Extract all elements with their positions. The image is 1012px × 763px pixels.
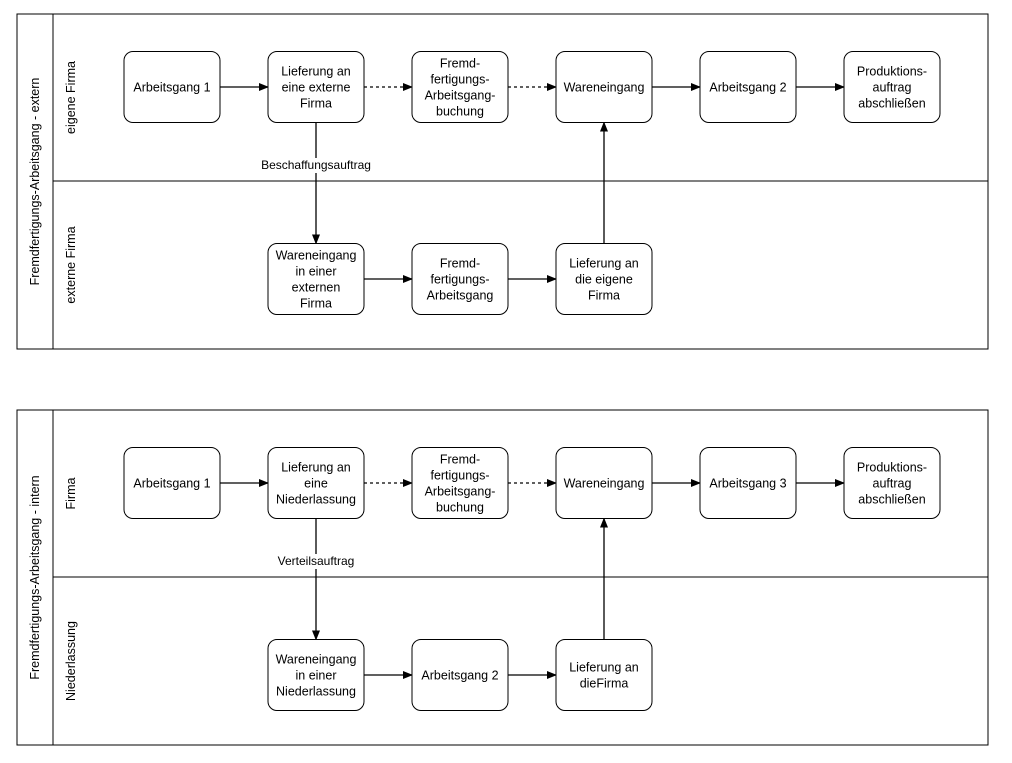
process-step-label: Niederlassung bbox=[276, 685, 356, 699]
process-step-label: in einer bbox=[296, 669, 337, 683]
process-step-label: Lieferung an bbox=[569, 257, 639, 271]
process-step-box bbox=[843, 51, 941, 123]
process-step-a1: Arbeitsgang 1 bbox=[123, 447, 221, 519]
process-step-a1: Arbeitsgang 1 bbox=[123, 51, 221, 123]
process-step-a4: Wareneingang bbox=[555, 447, 653, 519]
process-step-label: Fremd- bbox=[440, 57, 480, 71]
process-step-label: Firma bbox=[588, 289, 620, 303]
process-step-label: Fremd- bbox=[440, 453, 480, 467]
process-step-a6: Produktions-auftrag abschließen bbox=[843, 51, 941, 123]
process-step-label: fertigungs- bbox=[430, 469, 489, 483]
process-step-box bbox=[699, 51, 797, 123]
lane-title: Firma bbox=[64, 477, 78, 509]
process-step-box bbox=[267, 51, 365, 123]
process-step-label: Niederlassung bbox=[276, 493, 356, 507]
process-step-box bbox=[843, 447, 941, 519]
process-step-box bbox=[555, 51, 653, 123]
lane-title: Niederlassung bbox=[64, 621, 78, 701]
process-step-label: fertigungs- bbox=[430, 73, 489, 87]
process-step-label: eine externe bbox=[282, 81, 351, 95]
process-step-label: Wareneingang bbox=[276, 653, 357, 667]
pool-title: Fremdfertigungs-Arbeitsgang - extern bbox=[28, 78, 42, 286]
process-step-box bbox=[411, 243, 509, 315]
process-step-b3: Lieferung an dieFirma bbox=[555, 639, 653, 711]
edge-label: Verteilsauftrag bbox=[278, 554, 355, 568]
process-step-box bbox=[267, 447, 365, 519]
lane-title: externe Firma bbox=[64, 226, 78, 303]
process-step-a3: Fremd-fertigungs- Arbeitsgang-buchung bbox=[411, 51, 509, 123]
process-step-a3: Fremd-fertigungs- Arbeitsgang-buchung bbox=[411, 447, 509, 519]
process-step-a6: Produktions-auftrag abschließen bbox=[843, 447, 941, 519]
process-step-a5: Arbeitsgang 3 bbox=[699, 447, 797, 519]
lane-title: eigene Firma bbox=[64, 61, 78, 134]
process-step-label: Lieferung an bbox=[281, 461, 351, 475]
process-step-label: Wareneingang bbox=[564, 81, 645, 95]
process-step-box bbox=[267, 243, 365, 315]
process-step-label: die eigene bbox=[575, 273, 633, 287]
process-step-box bbox=[123, 447, 221, 519]
process-step-box bbox=[699, 447, 797, 519]
process-step-label: abschließen bbox=[858, 97, 925, 111]
process-step-b2: Arbeitsgang 2 bbox=[411, 639, 509, 711]
process-step-label: Produktions- bbox=[857, 65, 927, 79]
process-step-box bbox=[555, 447, 653, 519]
process-step-label: Arbeitsgang bbox=[427, 289, 494, 303]
process-step-box bbox=[411, 51, 509, 123]
process-step-label: auftrag bbox=[873, 477, 912, 491]
process-step-label: Arbeitsgang- bbox=[425, 485, 496, 499]
edge-label-bg bbox=[251, 158, 381, 173]
edge-label-bg bbox=[264, 554, 368, 569]
process-step-label: fertigungs- bbox=[430, 273, 489, 287]
process-step-label: buchung bbox=[436, 105, 484, 119]
process-step-label: Arbeitsgang 1 bbox=[133, 81, 210, 95]
process-step-box bbox=[267, 639, 365, 711]
process-step-a4: Wareneingang bbox=[555, 51, 653, 123]
pool-title: Fremdfertigungs-Arbeitsgang - intern bbox=[28, 475, 42, 679]
process-step-label: buchung bbox=[436, 501, 484, 515]
edge-label: Beschaffungsauftrag bbox=[261, 158, 371, 172]
process-step-label: Produktions- bbox=[857, 461, 927, 475]
process-step-b2: Fremd-fertigungs- Arbeitsgang bbox=[411, 243, 509, 315]
pool-intern: Fremdfertigungs-Arbeitsgang - intern Firm… bbox=[16, 409, 989, 746]
process-step-label: dieFirma bbox=[580, 677, 629, 691]
process-step-label: auftrag bbox=[873, 81, 912, 95]
process-step-label: Arbeitsgang- bbox=[425, 89, 496, 103]
process-step-label: Wareneingang bbox=[564, 477, 645, 491]
process-step-box bbox=[411, 639, 509, 711]
process-step-label: Lieferung an bbox=[569, 661, 639, 675]
process-step-label: in einer bbox=[296, 265, 337, 279]
process-step-label: Arbeitsgang 3 bbox=[709, 477, 786, 491]
pool-extern: Fremdfertigungs-Arbeitsgang - extern eige… bbox=[16, 13, 989, 350]
process-step-label: Lieferung an bbox=[281, 65, 351, 79]
process-step-label: Wareneingang bbox=[276, 249, 357, 263]
process-step-box bbox=[555, 639, 653, 711]
process-step-a5: Arbeitsgang 2 bbox=[699, 51, 797, 123]
process-step-label: Fremd- bbox=[440, 257, 480, 271]
process-step-box bbox=[123, 51, 221, 123]
process-step-label: abschließen bbox=[858, 493, 925, 507]
process-step-label: externen bbox=[292, 281, 341, 295]
process-step-label: eine bbox=[304, 477, 328, 491]
process-step-label: Arbeitsgang 2 bbox=[709, 81, 786, 95]
process-step-box bbox=[411, 447, 509, 519]
process-step-label: Arbeitsgang 2 bbox=[421, 669, 498, 683]
process-step-label: Firma bbox=[300, 97, 332, 111]
process-step-label: Arbeitsgang 1 bbox=[133, 477, 210, 491]
process-step-box bbox=[555, 243, 653, 315]
process-step-label: Firma bbox=[300, 297, 332, 311]
